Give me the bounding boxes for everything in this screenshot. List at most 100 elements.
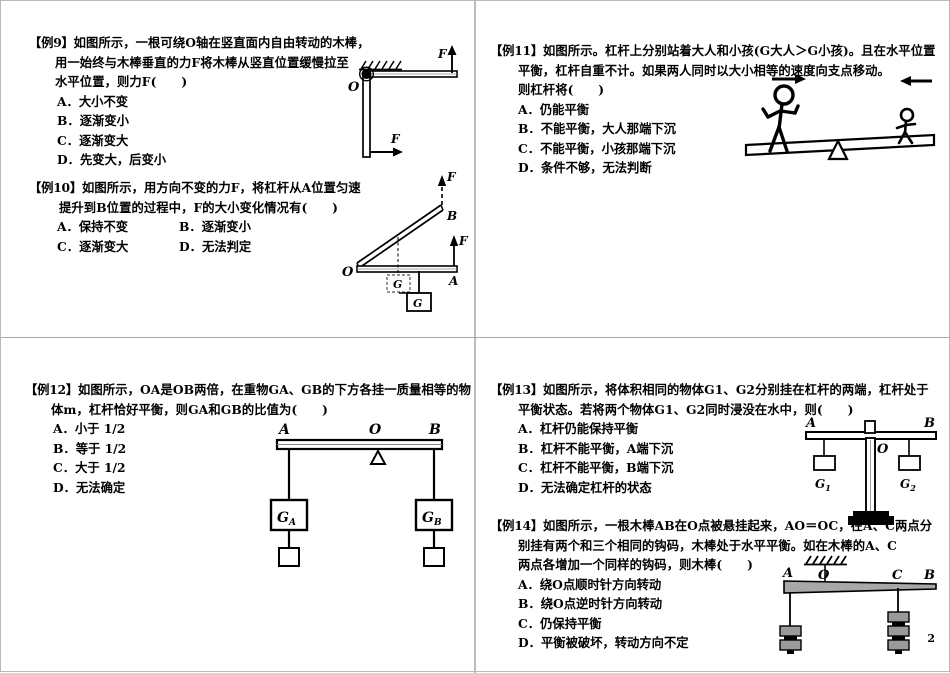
problem-ex14: 【例14】如图所示，一根木棒AB在O点被悬挂起来，AO＝OC，在A、C两点分 别… [490, 516, 932, 653]
ex13-option-d[interactable]: D．无法确定杠杆的状态 [490, 478, 929, 498]
ex9-option-b[interactable]: B．逐渐变小 [29, 111, 370, 131]
ex12-tag: 【例12】 [25, 382, 79, 397]
ex14-figure: A O C B [776, 550, 946, 670]
ex14-label-C: C [892, 568, 903, 583]
ex11-line1-text: 如图所示。杠杆上分别站着大人和小孩(G大人＞G小孩)。且在水平位置 [543, 43, 936, 58]
ex12-line1-text: 如图所示，OA是OB两倍，在重物GA、GB的下方各挂一质量相等的物 [78, 382, 472, 397]
ex12-line2-text: 体m，杠杆恰好平衡，则GA和GB的比值为( ) [51, 401, 329, 417]
ex10-label-G-dashed: G [393, 278, 402, 291]
problem-ex10: 【例10】如图所示，用方向不变的力F，将杠杆从A位置匀速 提升到B位置的过程中，… [29, 178, 361, 256]
ex12-option-c-label: C． [53, 460, 76, 475]
ex11-option-d[interactable]: D．条件不够，无法判断 [490, 158, 936, 178]
weight-stack-C [887, 611, 910, 654]
ex10-option-a-text: 保持不变 [78, 219, 129, 234]
ex13-option-b-label: B． [518, 440, 541, 456]
ex13-line1-text: 如图所示，将体积相同的物体G1、G2分别挂在杠杆的两端，杠杆处于 [543, 382, 929, 397]
ex14-line2-text: 别挂有两个和三个相同的钩码，木棒处于水平平衡。如在木棒的A、C [518, 537, 898, 553]
quadrant-bottom-left: 【例12】如图所示，OA是OB两倍，在重物GA、GB的下方各挂一质量相等的物 体… [1, 338, 474, 673]
ex13-label-O: O [877, 442, 889, 457]
ex11-line3-text: 则杠杆将( ) [518, 82, 605, 97]
ex12-option-a[interactable]: A．小于 1/2 [25, 419, 471, 439]
ex13-option-d-label: D． [518, 479, 541, 495]
ex10-label-F-top: F [446, 170, 457, 184]
ex12-option-d-label: D． [53, 479, 76, 495]
ex11-option-c[interactable]: C．不能平衡，小孩那端下沉 [490, 139, 936, 159]
ex14-option-c[interactable]: C．仍保持平衡 [490, 614, 932, 634]
ex14-option-a[interactable]: A．绕O点顺时针方向转动 [490, 575, 932, 595]
problem-ex13: 【例13】如图所示，将体积相同的物体G1、G2分别挂在杠杆的两端，杠杆处于 平衡… [490, 380, 929, 497]
ex9-option-c-label: C． [57, 132, 80, 148]
tilted-lever [356, 204, 444, 269]
ex10-option-row-2: C．逐渐变大 D．无法判定 [29, 237, 361, 257]
ex14-option-a-text: 绕O点顺时针方向转动 [539, 576, 662, 592]
ex13-option-d-text: 无法确定杠杆的状态 [540, 479, 652, 495]
ex12-option-c[interactable]: C．大于 1/2 [25, 458, 471, 478]
ex9-line2-text: 用一始终与木棒垂直的力F将木棒从竖直位置缓慢拉至 [55, 54, 349, 70]
ex13-stem-line-1: 【例13】如图所示，将体积相同的物体G1、G2分别挂在杠杆的两端，杠杆处于 [490, 380, 929, 400]
ex12-figure: GA GB A O B [259, 418, 469, 608]
adult-stick-figure [761, 84, 800, 153]
ex14-option-a-label: A． [518, 576, 540, 592]
ex12-option-b[interactable]: B．等于 1/2 [25, 439, 471, 459]
ex9-option-a-text: 大小不变 [78, 93, 129, 109]
ex10-option-a[interactable]: A．保持不变 [57, 217, 179, 237]
ex14-stem-line-1: 【例14】如图所示，一根木棒AB在O点被悬挂起来，AO＝OC，在A、C两点分 [490, 516, 932, 536]
ex9-option-d[interactable]: D．先变大，后变小 [29, 150, 370, 170]
ex11-stem-line-1: 【例11】如图所示。杠杆上分别站着大人和小孩(G大人＞G小孩)。且在水平位置 [490, 41, 936, 61]
ex10-option-row-1: A．保持不变 B．逐渐变小 [29, 217, 361, 237]
ex9-option-c[interactable]: C．逐渐变大 [29, 131, 370, 151]
ex9-option-b-text: 逐渐变小 [79, 113, 129, 128]
ex11-option-a[interactable]: A．仍能平衡 [490, 100, 936, 120]
ex9-option-a[interactable]: A．大小不变 [29, 92, 370, 112]
ex10-option-d-label: D． [179, 238, 202, 254]
rod-AB [783, 580, 937, 594]
ex13-option-c-label: C． [518, 460, 541, 475]
child-direction-arrow [900, 76, 932, 86]
ex13-label-G2: G2 [900, 477, 916, 493]
ex9-option-c-text: 逐渐变大 [79, 132, 129, 148]
ex13-option-a[interactable]: A．杠杆仍能保持平衡 [490, 419, 929, 439]
ex10-option-c-label: C． [57, 238, 80, 254]
ex13-option-b[interactable]: B．杠杆不能平衡，A端下沉 [490, 439, 929, 459]
ex14-tag: 【例14】 [490, 518, 544, 533]
ex12-option-c-text: 大于 1/2 [75, 460, 126, 475]
ex12-label-B: B [428, 422, 441, 438]
ex12-option-d-text: 无法确定 [75, 479, 126, 495]
ex14-option-b[interactable]: B．绕O点逆时针方向转动 [490, 594, 932, 614]
ex10-option-c[interactable]: C．逐渐变大 [57, 237, 179, 257]
ex14-label-A: A [781, 566, 793, 581]
page-number: 2 [927, 632, 935, 645]
ex10-option-a-label: A． [57, 219, 79, 234]
ex14-option-b-text: 绕O点逆时针方向转动 [540, 596, 663, 611]
ex10-option-b-label: B． [179, 219, 202, 234]
ex10-label-O: O [342, 265, 354, 280]
ex14-label-O: O [818, 568, 830, 583]
ex10-stem-line-1: 【例10】如图所示，用方向不变的力F，将杠杆从A位置匀速 [29, 178, 361, 198]
ex14-line3-text: 两点各增加一个同样的钩码，则木棒( ) [518, 557, 753, 572]
ex12-option-a-label: A． [53, 421, 75, 436]
ex9-label-F-top: F [437, 47, 448, 61]
ex11-option-a-text: 仍能平衡 [539, 101, 590, 117]
ex10-option-b[interactable]: B．逐渐变小 [179, 217, 251, 237]
ex14-option-d[interactable]: D．平衡被破坏，转动方向不定 [490, 633, 932, 653]
ex10-option-d[interactable]: D．无法判定 [179, 237, 251, 257]
ex13-option-b-text: 杠杆不能平衡，A端下沉 [540, 440, 674, 456]
ex11-option-b[interactable]: B．不能平衡，大人那端下沉 [490, 119, 936, 139]
ex12-stem-line-1: 【例12】如图所示，OA是OB两倍，在重物GA、GB的下方各挂一质量相等的物 [25, 380, 471, 400]
ex13-tag: 【例13】 [490, 382, 544, 397]
ex13-option-c[interactable]: C．杠杆不能平衡，B端下沉 [490, 458, 929, 478]
hatch-marks [805, 555, 847, 565]
ex10-line2-text: 提升到B位置的过程中，F的大小变化情况有( ) [59, 199, 339, 215]
adult-direction-arrow [772, 74, 806, 84]
ex13-line2-text: 平衡状态。若将两个物体G1、G2同时浸没在水中，则( ) [518, 401, 854, 417]
ex12-option-d[interactable]: D．无法确定 [25, 478, 471, 498]
ex10-tag: 【例10】 [29, 180, 83, 195]
ex14-line1-text: 如图所示，一根木棒AB在O点被悬挂起来，AO＝OC，在A、C两点分 [543, 518, 933, 533]
problem-ex12: 【例12】如图所示，OA是OB两倍，在重物GA、GB的下方各挂一质量相等的物 体… [25, 380, 471, 497]
ex14-label-B: B [923, 568, 935, 583]
ex12-option-b-label: B． [53, 440, 76, 456]
ex13-label-G1: G1 [815, 477, 831, 493]
ex9-option-d-text: 先变大，后变小 [79, 152, 167, 167]
ex9-tag: 【例9】 [29, 35, 74, 50]
